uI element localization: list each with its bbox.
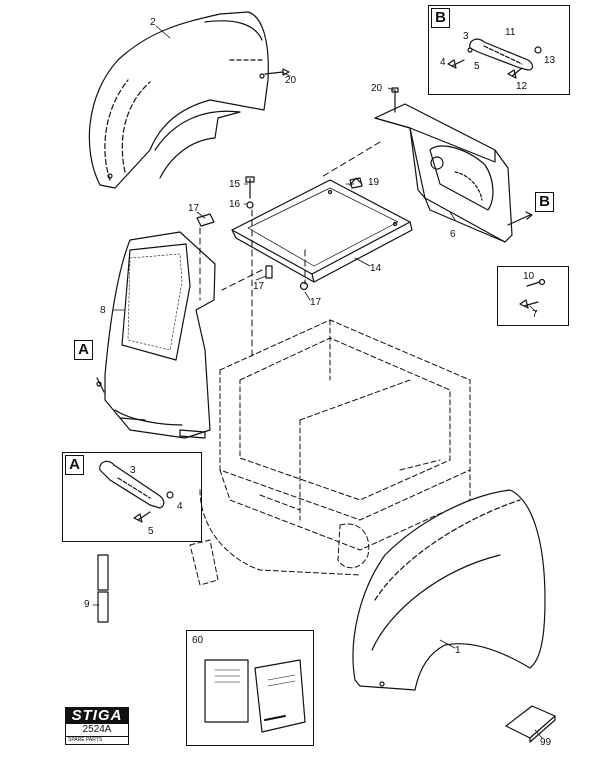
logo-brand: STIGA xyxy=(65,707,129,724)
detail-marker-b-inset: B xyxy=(431,8,450,28)
stiga-logo: STIGA 2524A SPARE PARTS xyxy=(65,707,129,745)
callout-7: 7 xyxy=(532,309,538,320)
fender-panel-2 xyxy=(88,11,290,189)
rear-cover-6 xyxy=(374,87,533,243)
callout-15: 15 xyxy=(229,179,241,190)
detail-marker-b-main: B xyxy=(535,192,554,212)
callout-3-inset-b: 3 xyxy=(463,31,469,42)
callout-17-bottom: 17 xyxy=(310,297,322,308)
panel-plate-14 xyxy=(231,177,413,283)
callout-6: 6 xyxy=(450,229,456,240)
callout-16: 16 xyxy=(229,199,241,210)
box-99 xyxy=(505,705,556,743)
fasteners-group xyxy=(196,176,363,291)
callout-3-inset-a: 3 xyxy=(130,465,136,476)
callout-17-mid: 17 xyxy=(253,281,265,292)
callout-5-inset-b: 5 xyxy=(474,61,480,72)
callout-60: 60 xyxy=(192,635,204,646)
callout-4-inset-b: 4 xyxy=(440,57,446,68)
callout-14: 14 xyxy=(370,263,382,274)
callout-5-inset-a: 5 xyxy=(148,526,154,537)
diagram-code: 2524A xyxy=(65,724,129,737)
callout-20-right: 20 xyxy=(371,83,383,94)
inset-box-a xyxy=(62,452,202,542)
front-cover-8 xyxy=(96,231,216,439)
manuals-60 xyxy=(204,659,306,733)
callout-17-top: 17 xyxy=(188,203,200,214)
callout-9: 9 xyxy=(84,599,90,610)
callout-19: 19 xyxy=(368,177,380,188)
inset-box-rivets xyxy=(497,266,569,326)
inset-a-parts xyxy=(99,460,174,523)
logo-subtitle: SPARE PARTS xyxy=(65,737,129,745)
inset-box-b xyxy=(428,5,570,95)
inset-b-parts xyxy=(447,38,542,79)
inset-rivets-parts xyxy=(519,278,546,309)
chassis-frame xyxy=(189,319,471,586)
callout-2: 2 xyxy=(150,17,156,28)
callout-12: 12 xyxy=(516,81,528,92)
callout-1: 1 xyxy=(455,645,461,656)
inset-box-manuals xyxy=(186,630,314,746)
assembly-lines xyxy=(199,141,381,361)
callout-99: 99 xyxy=(540,737,552,748)
strips-9 xyxy=(97,554,109,623)
callout-20-left: 20 xyxy=(285,75,297,86)
callout-13: 13 xyxy=(544,55,556,66)
front-fender-1 xyxy=(352,489,546,691)
leader-lines xyxy=(92,25,543,739)
callout-4-inset-a: 4 xyxy=(177,501,183,512)
detail-marker-a-main: A xyxy=(74,340,93,360)
callout-8: 8 xyxy=(100,305,106,316)
callout-10: 10 xyxy=(523,271,535,282)
detail-marker-a-inset: A xyxy=(65,455,84,475)
callout-11: 11 xyxy=(505,27,516,38)
